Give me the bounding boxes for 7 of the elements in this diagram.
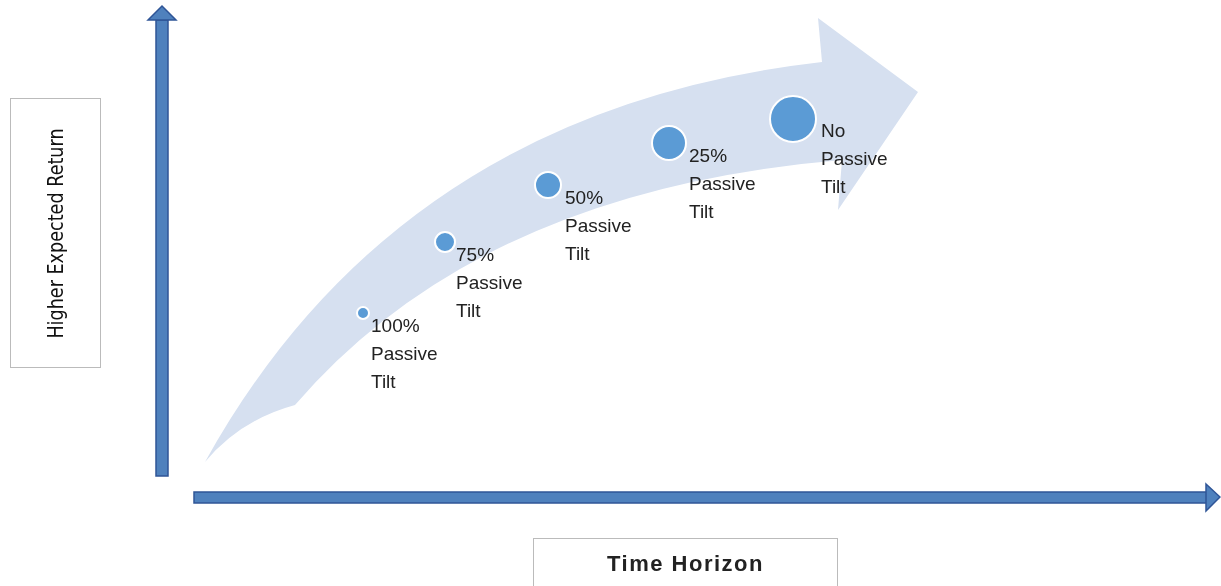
milestone-label: No Passive Tilt — [821, 119, 889, 199]
milestone-label: 25% Passive Tilt — [689, 144, 757, 224]
axis-title: Time Horizon — [607, 549, 764, 578]
axis-title: Higher Expected Return — [42, 127, 69, 339]
milestone-label: 75% Passive Tilt — [456, 243, 524, 323]
milestone-label: 50% Passive Tilt — [565, 186, 633, 266]
milestone-label: 100% Passive Tilt — [371, 314, 439, 394]
